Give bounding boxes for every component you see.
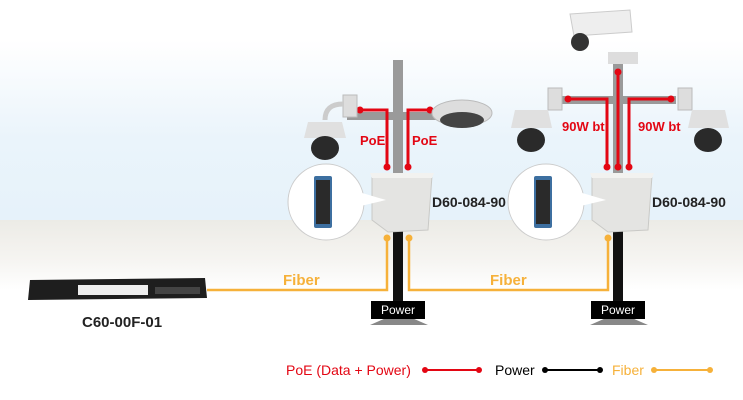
fisheye-camera: [431, 99, 493, 128]
pole-2-model-label: D60-084-90: [652, 194, 726, 210]
power-label-1: Power: [371, 301, 425, 319]
fiber-label-1: Fiber: [283, 272, 320, 289]
power-label-2: Power: [591, 301, 645, 319]
bullet-camera: [569, 9, 638, 64]
poe-label-left: PoE: [360, 133, 386, 148]
switch-callout-2: [507, 163, 606, 241]
ptz-camera-3: [677, 87, 729, 152]
pole-1-model-label: D60-084-90: [432, 194, 506, 210]
legend-lines: [422, 367, 713, 373]
poe-bt-label-left: 90W bt: [562, 119, 605, 134]
legend-power: Power: [495, 362, 535, 378]
ptz-camera-1: [304, 94, 358, 160]
poe-bt-label-right: 90W bt: [638, 119, 681, 134]
switch-model-label: C60-00F-01: [82, 314, 163, 331]
legend-fiber: Fiber: [612, 362, 644, 378]
outdoor-cabinet-2: [590, 173, 654, 233]
core-switch: [28, 278, 207, 300]
ptz-camera-2: [511, 87, 563, 152]
poe-lines-pole-1: [360, 108, 430, 166]
switch-callout-1: [287, 163, 386, 241]
fiber-lines: [207, 238, 610, 292]
fiber-label-2: Fiber: [490, 272, 527, 289]
legend-poe: PoE (Data + Power): [286, 362, 411, 378]
fiber-dots: [383, 234, 612, 242]
poe-lines-pole-2: [568, 72, 671, 166]
poe-dots-pole-2: [564, 68, 675, 171]
outdoor-cabinet-1: [370, 173, 434, 233]
poe-dots-pole-1: [356, 106, 434, 171]
poe-label-right: PoE: [412, 133, 438, 148]
